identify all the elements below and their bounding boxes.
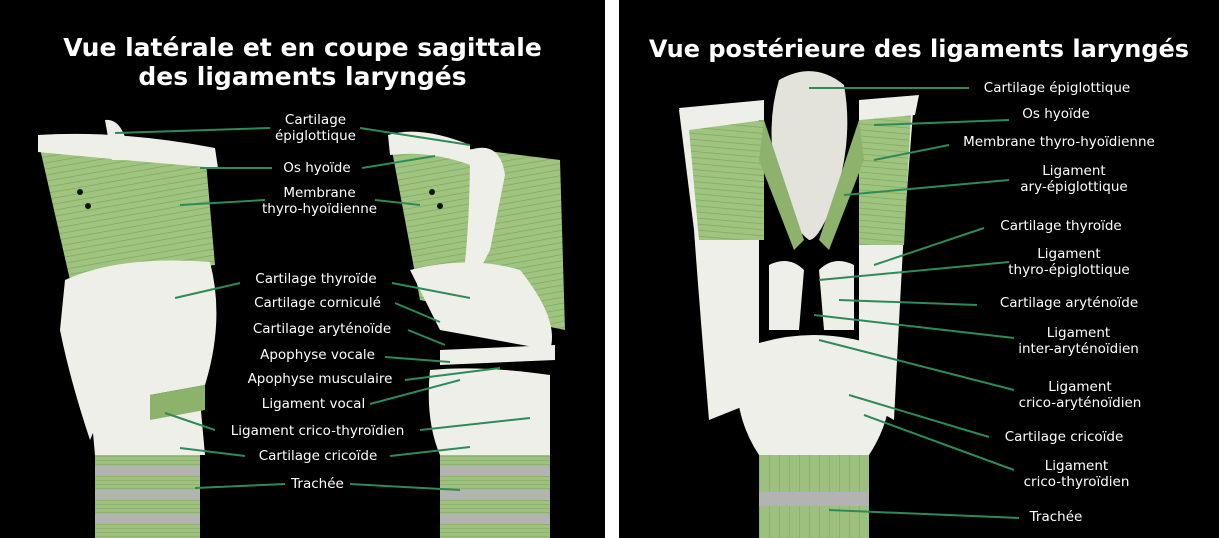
- label-thyroepiglottic-line2: thyro-épiglottique: [1004, 262, 1134, 278]
- label-interarytenoid-line1: Ligament: [1011, 325, 1146, 341]
- label-thyroid-cartilage: Cartilage thyroïde: [240, 271, 392, 287]
- posterior-trachea: [759, 455, 869, 538]
- posterior-view-panel: Vue postérieure des ligaments laryngés C…: [619, 0, 1219, 538]
- label-post-epiglottic-cartilage: Cartilage épiglottique: [972, 80, 1142, 96]
- label-thyroepiglottic-line1: Ligament: [1004, 246, 1134, 262]
- left-panel-title: Vue latérale et en coupe sagittale des l…: [0, 34, 605, 92]
- left-title-line2: des ligaments laryngés: [0, 63, 605, 92]
- label-aryepiglottic-line2: ary-épiglottique: [1009, 179, 1139, 195]
- posterior-arytenoid-cartilages: [769, 261, 854, 330]
- label-post-cricoid-cartilage: Cartilage cricoïde: [989, 429, 1139, 445]
- label-thyrohyoid-membrane: Membrane thyro-hyoïdienne: [262, 185, 377, 217]
- label-cricothyroid-line1: Ligament: [1014, 458, 1139, 474]
- left-trachea: [95, 450, 200, 538]
- label-muscular-process: Apophyse musculaire: [234, 371, 406, 387]
- label-cricothyroid-ligament: Ligament crico-thyroïdien: [215, 423, 420, 439]
- label-cricothyroid-line2: crico-thyroïdien: [1014, 474, 1139, 490]
- label-vocal-ligament: Ligament vocal: [256, 396, 371, 412]
- sagittal-cricoid-cartilage: [429, 368, 550, 455]
- label-cricoid-cartilage: Cartilage cricoïde: [246, 448, 390, 464]
- label-cricoarytenoid-line2: crico-aryténoïdien: [1011, 395, 1149, 411]
- label-hyoid-bone: Os hyoïde: [272, 160, 362, 176]
- label-post-aryepiglottic-ligament: Ligament ary-épiglottique: [1009, 163, 1139, 195]
- label-cricoarytenoid-line1: Ligament: [1011, 379, 1149, 395]
- label-epiglottic-line2: épiglottique: [268, 128, 363, 144]
- right-trachea-sagittal: [440, 450, 550, 538]
- label-post-cricoarytenoid-ligament: Ligament crico-aryténoïdien: [1011, 379, 1149, 411]
- label-arytenoid-cartilage: Cartilage aryténoïde: [236, 321, 408, 337]
- label-vocal-process: Apophyse vocale: [250, 347, 385, 363]
- right-panel-title: Vue postérieure des ligaments laryngés: [619, 36, 1219, 64]
- label-post-thyroid-cartilage: Cartilage thyroïde: [986, 218, 1136, 234]
- sagittal-vocal-fold: [440, 345, 555, 365]
- label-aryepiglottic-line1: Ligament: [1009, 163, 1139, 179]
- label-post-thyrohyoid-membrane: Membrane thyro-hyoïdienne: [949, 134, 1169, 150]
- label-post-interarytenoid-ligament: Ligament inter-aryténoïdien: [1011, 325, 1146, 357]
- label-post-trachea: Trachée: [1021, 509, 1091, 525]
- label-membrane-line1: Membrane: [262, 185, 377, 201]
- label-trachea: Trachée: [285, 476, 350, 492]
- label-interarytenoid-line2: inter-aryténoïdien: [1011, 341, 1146, 357]
- label-post-thyroepiglottic-ligament: Ligament thyro-épiglottique: [1004, 246, 1134, 278]
- left-title-line1: Vue latérale et en coupe sagittale: [0, 34, 605, 63]
- label-epiglottic-line1: Cartilage: [268, 112, 363, 128]
- label-post-hyoid-bone: Os hyoïde: [1011, 106, 1101, 122]
- label-epiglottic-cartilage: Cartilage épiglottique: [268, 112, 363, 144]
- label-post-arytenoid-cartilage: Cartilage aryténoïde: [979, 295, 1159, 311]
- lateral-view-panel: Vue latérale et en coupe sagittale des l…: [0, 0, 605, 538]
- label-post-cricothyroid-ligament: Ligament crico-thyroïdien: [1014, 458, 1139, 490]
- label-membrane-line2: thyro-hyoïdienne: [262, 201, 377, 217]
- label-corniculate-cartilage: Cartilage corniculé: [240, 295, 395, 311]
